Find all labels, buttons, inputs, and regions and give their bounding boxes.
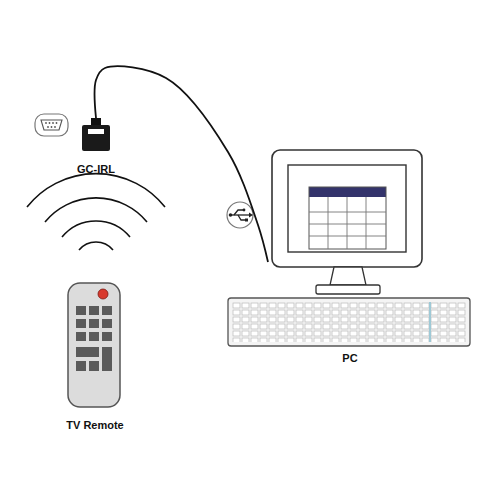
serial-port-icon xyxy=(35,114,68,136)
tv-remote xyxy=(68,283,120,407)
infrared-waves xyxy=(27,174,165,250)
gc-irl-connector xyxy=(82,118,110,151)
node-label: PC xyxy=(342,351,357,365)
remote-label-box: TV Remote xyxy=(50,280,140,436)
computer-label-box: PC xyxy=(268,145,478,367)
node-label: TV Remote xyxy=(66,418,123,432)
node-label: GC-IRL xyxy=(77,162,115,176)
device-label-box: GC-IRL xyxy=(62,118,130,178)
cable-connector xyxy=(95,66,268,262)
usb-icon xyxy=(227,202,253,228)
